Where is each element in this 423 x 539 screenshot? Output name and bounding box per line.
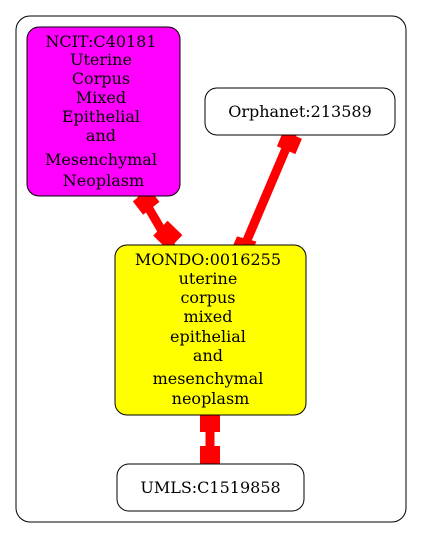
node-ncit: NCIT:C40181 Uterine Corpus Mixed Epithel… xyxy=(26,26,181,197)
node-ncit-line: Neoplasm xyxy=(63,171,144,190)
node-ncit-line: Epithelial xyxy=(62,107,140,126)
node-ncit-box xyxy=(26,26,181,197)
node-mondo-line: epithelial xyxy=(170,327,246,346)
node-mondo-line: neoplasm xyxy=(172,389,250,408)
cluster-frame xyxy=(15,15,407,523)
edge-mondo-umls xyxy=(200,408,220,470)
node-mondo-label: MONDO:0016255 uterine corpus mixed epith… xyxy=(135,250,286,408)
node-mondo: MONDO:0016255 uterine corpus mixed epith… xyxy=(114,244,307,416)
node-umls: UMLS:C1519858 xyxy=(116,463,305,512)
node-mondo-line: mixed xyxy=(183,307,232,326)
node-mondo-line: uterine xyxy=(179,269,238,288)
node-orphanet-label: Orphanet:213589 xyxy=(228,102,372,121)
node-ncit-line: Mesenchymal xyxy=(45,150,157,169)
node-orphanet-box xyxy=(204,87,396,136)
node-mondo-line: mesenchymal xyxy=(153,369,264,388)
node-ncit-label: NCIT:C40181 Uterine Corpus Mixed Epithel… xyxy=(45,32,162,190)
node-orphanet-line: Orphanet:213589 xyxy=(228,102,372,121)
node-mondo-box xyxy=(114,244,307,416)
node-ncit-line: and xyxy=(86,126,116,145)
node-umls-box xyxy=(116,463,305,512)
node-mondo-line: corpus xyxy=(180,288,235,307)
node-mondo-line: and xyxy=(193,346,223,365)
node-ncit-line: Uterine xyxy=(70,50,132,69)
node-orphanet: Orphanet:213589 xyxy=(204,87,396,136)
edge-orphanet-mondo xyxy=(230,130,302,256)
node-ncit-line: Mixed xyxy=(76,88,126,107)
node-umls-line: UMLS:C1519858 xyxy=(140,478,280,497)
node-umls-label: UMLS:C1519858 xyxy=(140,478,280,497)
edge-ncit-mondo xyxy=(132,188,183,251)
node-ncit-line: Corpus xyxy=(72,69,130,88)
node-mondo-line: MONDO:0016255 xyxy=(135,250,281,269)
node-ncit-line: NCIT:C40181 xyxy=(45,32,156,51)
